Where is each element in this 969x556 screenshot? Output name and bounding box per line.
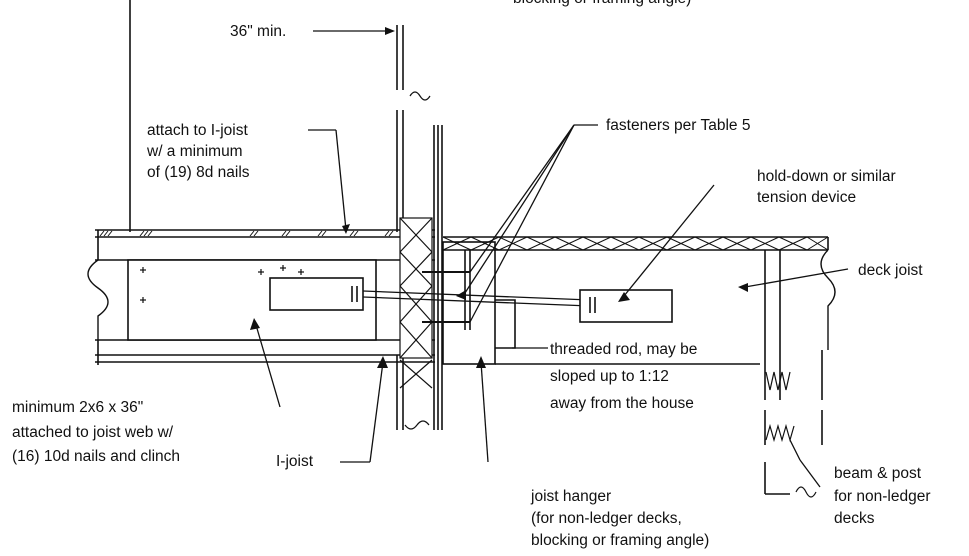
label-rod-line-1: threaded rod, may be bbox=[550, 341, 698, 358]
wall-section bbox=[396, 25, 443, 430]
leader-lines bbox=[255, 30, 849, 488]
inner-hold-down-bracket bbox=[269, 277, 364, 311]
floor-sheathing-hatch bbox=[99, 230, 394, 237]
label-beam-line-3: decks bbox=[834, 510, 875, 527]
label-holddown-line-1: hold-down or similar bbox=[757, 168, 896, 185]
label-hanger-line-3: blocking or framing angle) bbox=[531, 532, 710, 549]
rim-blocking bbox=[399, 217, 433, 389]
nail-marks bbox=[140, 265, 304, 303]
label-attach-line-1: attach to I-joist bbox=[147, 122, 248, 139]
label-minimum-line-3: (16) 10d nails and clinch bbox=[12, 448, 181, 465]
label-rod-line-2: sloped up to 1:12 bbox=[550, 368, 669, 385]
label-beam-line-2: for non-ledger bbox=[834, 488, 931, 505]
label-rod-line-3: away from the house bbox=[550, 395, 694, 412]
threaded-rod bbox=[362, 290, 591, 307]
label-attach-line-2: w/ a minimum bbox=[147, 143, 243, 160]
label-minimum-line-2: attached to joist web w/ bbox=[12, 424, 174, 441]
label-deck-joist: deck joist bbox=[858, 262, 923, 279]
beam-post bbox=[764, 250, 823, 498]
label-minimum-line-1: minimum 2x6 x 36" bbox=[12, 399, 144, 416]
arrow-heads bbox=[250, 27, 748, 368]
truss-web bbox=[442, 236, 829, 251]
label-fasteners: fasteners per Table 5 bbox=[606, 117, 751, 134]
label-attach-line-3: of (19) 8d nails bbox=[147, 164, 250, 181]
label-top-partial: blocking or framing angle) bbox=[513, 0, 691, 9]
rim-bolts bbox=[422, 271, 470, 323]
deck-ledger bbox=[442, 241, 516, 365]
label-36-min: 36" min. bbox=[230, 23, 287, 40]
label-ijoist: I-joist bbox=[276, 453, 314, 470]
label-hanger-line-2: (for non-ledger decks, bbox=[531, 510, 682, 527]
label-holddown-line-2: tension device bbox=[757, 189, 857, 206]
label-beam-line-1: beam & post bbox=[834, 465, 922, 482]
label-hanger-line-1: joist hanger bbox=[531, 488, 612, 505]
deck-joist bbox=[443, 236, 836, 365]
